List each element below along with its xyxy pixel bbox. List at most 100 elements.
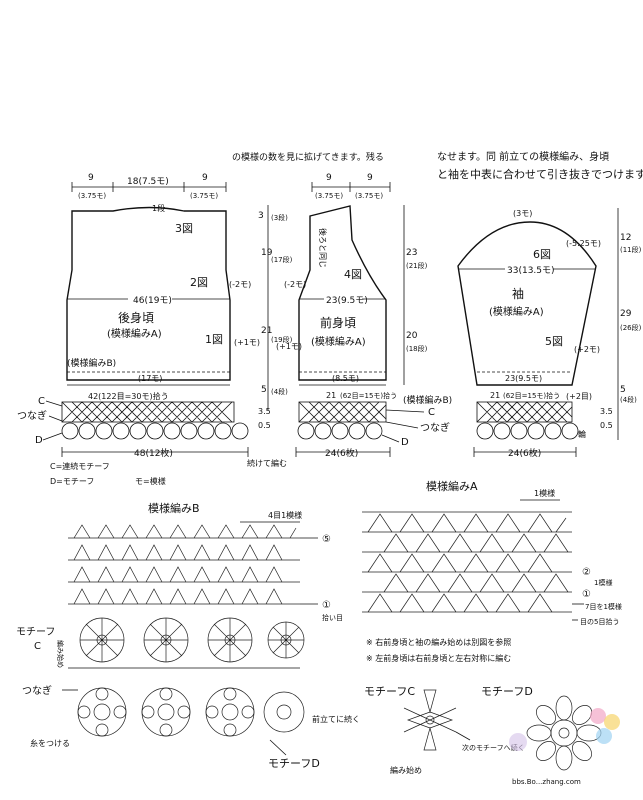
pattern-a-stitch5: 目の5目拾う: [580, 617, 619, 626]
dim-19: 19: [261, 248, 273, 258]
dim-0-5: 0.5: [258, 421, 271, 430]
back-minus2: (-2モ): [229, 280, 251, 289]
back-plus1: (+1モ): [234, 338, 260, 347]
front-fig4: 4図: [344, 268, 362, 281]
motif-c-start: 編み始め: [390, 765, 422, 775]
front-dim-left: 9: [326, 173, 332, 183]
pattern-b-row1: ①: [322, 600, 331, 611]
pattern-b-motif-d: モチーフD: [268, 757, 320, 770]
back-width48: 48(12枚): [134, 447, 173, 459]
dim-3-5: 3.5: [258, 407, 271, 416]
pattern-a-chart: 模様編みA 1模様 ② 1模様 ① 7目を1模様 目の5目拾う ※ 右前身頃と袖…: [362, 479, 622, 663]
sleeve-width33: 33(13.5モ): [507, 266, 555, 276]
pattern-a-note2: ※ 左前身頃は右前身頃と左右対称に編む: [366, 653, 511, 663]
sleeve-width23: 23(9.5モ): [505, 374, 542, 383]
dim-23: 23: [406, 248, 417, 258]
pattern-a-row1: ①: [582, 589, 591, 600]
front-pickup21-detail: (62目=15モ)拾う: [340, 391, 397, 400]
sleeve-plus2b: (+2目): [566, 392, 592, 401]
sleeve-d12: 12: [620, 233, 631, 243]
dim-21-rows: (19段): [271, 335, 293, 344]
motif-d-title: モチーフD: [481, 685, 533, 698]
front-title: 前身頃: [320, 315, 356, 330]
legend-d: D=モチーフ: [50, 477, 94, 486]
back-label-tsunagi: つなぎ: [17, 409, 47, 422]
pattern-a-fans: [362, 511, 572, 613]
continue-note: 続けて編む: [247, 458, 287, 468]
front-dim-right: 9: [367, 173, 373, 183]
pattern-b-attach: 糸をつける: [30, 738, 70, 748]
motif-c-next: 次のモチーフへ続く: [462, 743, 525, 752]
front-label-d: D: [401, 437, 409, 448]
pattern-b-continue: 前立てに続く: [312, 714, 360, 724]
pattern-b-motif-c: モチーフ: [16, 626, 55, 638]
sleeve-width24: 24(6枚): [508, 447, 541, 459]
motif-c-title: モチーフC: [364, 685, 415, 698]
back-title: 後身頃: [118, 310, 154, 325]
sleeve-d29: 29: [620, 309, 632, 319]
front-label-c: C: [428, 407, 435, 418]
front-pattern: (模様編みA): [311, 335, 366, 348]
back-fig2: 2図: [190, 276, 208, 289]
front-pickup21: 21: [326, 391, 336, 400]
watermark-text: bbs.Bo...zhang.com: [512, 778, 581, 786]
back-width46: 46(19モ): [133, 296, 172, 306]
pattern-a-rows-label: 1模様: [534, 488, 555, 498]
watermark-logo: [509, 708, 620, 751]
dim-19-rows: (17段): [271, 255, 293, 264]
side-dimensions: 3 (3段) 19 (17段) 21 (19段) 5 (4段) 3.5 0.5: [258, 205, 293, 430]
pattern-b-motif-c2: C: [34, 641, 41, 652]
pattern-b-title: 模様編みB: [148, 501, 200, 515]
sleeve-minus525: (-5.25モ): [566, 239, 601, 248]
sleeve-pickup21: 21: [490, 391, 500, 400]
front-back-same: 後ろと同じ: [318, 228, 328, 268]
front-body-schematic: 9 (3.75モ) 9 (3.75モ) 後ろと同じ 4図 (-2モ) 23(9.…: [276, 173, 452, 459]
front-dim-left-sub: (3.75モ): [315, 192, 343, 200]
header-left-text: の模様の数を見に拡げてきます。残る: [232, 151, 384, 163]
pattern-b-tsunagi: つなぎ: [22, 684, 52, 697]
back-dim-right: 9: [202, 173, 208, 183]
front-label-tsunagi: つなぎ: [420, 421, 450, 434]
dim-3: 3: [258, 211, 264, 221]
pattern-b-start: 編み始め: [56, 640, 65, 668]
back-fig1: 1図: [205, 333, 223, 346]
front-dim-right-sub: (3.75モ): [355, 192, 383, 200]
back-body-schematic: 9 (3.75モ) 18(7.5モ) 9 (3.75モ) 1段 3図 2図 (-…: [17, 173, 260, 459]
pattern-b-pickup: 拾い目: [322, 613, 343, 622]
sleeve-cuff: 輪: [578, 429, 586, 439]
back-pattern-b: (模様編みB): [67, 357, 116, 369]
sleeve-d29-rows: (26段): [620, 323, 642, 332]
back-pattern: (模様編みA): [107, 327, 162, 340]
sleeve-d05: 0.5: [600, 421, 613, 430]
motif-c-diagram: モチーフC 編み始め 次のモチーフへ続く: [364, 685, 525, 775]
sleeve-plus2: (+2モ): [574, 345, 600, 354]
dim-23-rows: (21段): [406, 261, 428, 270]
sleeve-d35: 3.5: [600, 407, 613, 416]
sleeve-d5-rows: (4段): [620, 395, 637, 404]
sleeve-fig6: 6図: [533, 248, 551, 261]
pattern-b-motif-d-row: [77, 687, 305, 737]
dim-20-rows: (18段): [406, 344, 428, 353]
sleeve-schematic: (3モ) 6図 (-5.25モ) 33(13.5モ) 袖 (模様編みA) 5図 …: [457, 208, 642, 459]
dim-20: 20: [406, 331, 418, 341]
pattern-a-row2: ②: [582, 567, 591, 578]
back-lattice: [61, 401, 233, 423]
sleeve-pickup21-detail: (62目=15モ)拾う: [503, 391, 560, 400]
pattern-b-rows-label: 4目1模様: [268, 510, 302, 520]
pattern-a-one-row: 1模様: [594, 578, 612, 587]
dim-5-rows: (4段): [271, 387, 288, 396]
front-width24: 24(6枚): [325, 447, 358, 459]
pattern-a-stitch7: 7目を1模様: [585, 602, 622, 611]
legend-c: C=連続モチーフ: [50, 461, 110, 471]
pattern-b-motif-c-row: [68, 617, 305, 669]
front-pattern-b: (模様編みB): [403, 394, 452, 406]
header-right-text-2: と袖を中表に合わせて引き抜きでつけます: [437, 167, 643, 181]
back-label-c: C: [38, 396, 45, 407]
dim-5: 5: [261, 385, 267, 395]
back-pickup42: 42(122目=30モ)拾う: [88, 391, 169, 401]
back-dim-left-sub: (3.75モ): [78, 192, 106, 200]
sleeve-top: (3モ): [513, 209, 532, 218]
sleeve-d5: 5: [620, 385, 626, 395]
sleeve-title: 袖: [512, 286, 524, 301]
